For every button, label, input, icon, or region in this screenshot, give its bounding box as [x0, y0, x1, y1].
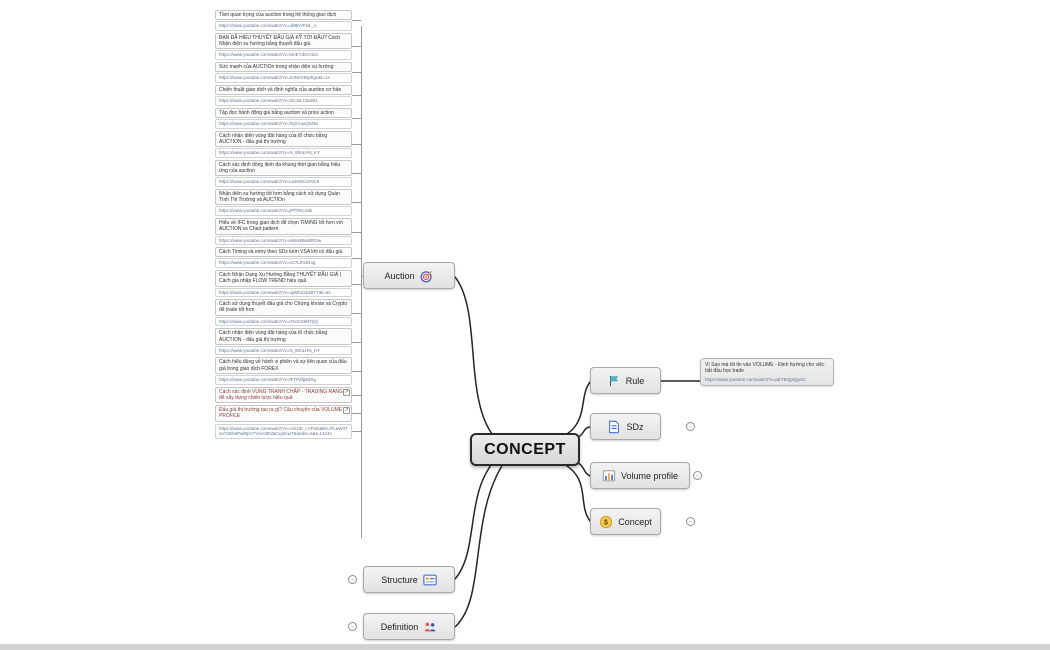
list-item[interactable]: BẠN ĐÃ HIỂU THUYẾT ĐẤU GIÁ KỸ TỚI ĐÂU? C… — [215, 32, 361, 60]
topic-url-link[interactable]: https://www.youtube.com/watch?v=ZoNrIV9s… — [215, 73, 352, 83]
branch-structure-label: Structure — [381, 574, 418, 585]
link-center-concept — [559, 461, 591, 522]
auction-items-column: Tầm quan trọng của auction trong hệ thốn… — [215, 10, 361, 439]
branch-definition-label: Definition — [380, 621, 419, 632]
link-center-auction — [454, 276, 498, 441]
collapse-handle-sdz[interactable]: – — [686, 422, 695, 431]
structure-icon — [423, 573, 437, 587]
topic-title: Cách Nhận Dạng Xu Hướng Bằng THUYẾT ĐẤU … — [215, 270, 352, 287]
topic-url-link[interactable]: https://www.youtube.com/watch?v=opMho2px… — [215, 287, 352, 298]
topic-title: Cách xác định dòng lệnh đa khung thời gi… — [215, 159, 352, 177]
topic-url-link[interactable]: https://www.youtube.com/watch?v=LwMSKUvN… — [215, 177, 352, 187]
list-item[interactable]: Đấu giá thị trường tạo ra gì? Câu chuyện… — [215, 405, 361, 422]
topic-url-link[interactable]: https://www.youtube.com/watch?v=sC7LIhnl… — [215, 258, 352, 268]
branch-auction-label: Auction — [384, 270, 415, 281]
people-icon — [423, 620, 437, 634]
list-item[interactable]: Cách Timing và entry theo SDz kèm VSA kh… — [215, 247, 361, 268]
branch-concept-sub[interactable]: $ Concept — [590, 508, 661, 535]
bottom-edge-bar — [0, 644, 1050, 650]
topic-url-link[interactable]: https://www.youtube.com/watch?v=bmEYdGV4… — [215, 50, 352, 60]
dollar-icon: $ — [599, 515, 613, 529]
list-item[interactable]: https://www.youtube.com/watch?v=cn2UE_cA… — [215, 423, 361, 439]
list-item[interactable]: Cách xác định dòng lệnh đa khung thời gi… — [215, 159, 361, 187]
topic-url-link[interactable]: https://www.youtube.com/watch?v=IZcJxLC6… — [215, 96, 352, 106]
collapse-glyph: – — [351, 576, 354, 583]
topic-url-link[interactable]: https://www.youtube.com/watch?v=fSjXAusQ… — [215, 119, 352, 129]
topic-url-link[interactable]: https://www.youtube.com/watch?v=rOeGGkNT… — [215, 316, 352, 327]
topic-title: Cách xác định VÙNG TRANH CHẤP - TRADING … — [215, 386, 352, 403]
branch-volume-profile[interactable]: Volume profile — [590, 462, 690, 489]
topic-url-link[interactable]: https://www.youtube.com/watch?v=pETEQpQg… — [705, 376, 806, 382]
collapse-handle-definition[interactable]: – — [348, 622, 357, 631]
topic-url-link[interactable]: https://www.youtube.com/watch?v=N_90nLHN… — [215, 148, 352, 158]
topic-title: Tầm quan trọng của auction trong hệ thốn… — [215, 10, 352, 21]
flag-icon — [607, 374, 621, 388]
collapse-glyph: – — [696, 472, 699, 479]
tree-spine — [361, 26, 362, 538]
branch-concept-sub-label: Concept — [618, 516, 652, 527]
document-icon — [607, 420, 621, 434]
list-item[interactable]: Chiến thuật giao dịch và định nghĩa của … — [215, 84, 361, 106]
list-item[interactable]: Cách xác định VÙNG TRANH CHẤP - TRADING … — [215, 386, 361, 403]
branch-rule-label: Rule — [625, 375, 645, 386]
external-link-icon[interactable]: ↗ — [343, 407, 350, 414]
collapse-handle-structure[interactable]: – — [348, 575, 357, 584]
list-item[interactable]: Cách nhận diện vùng đặt hàng của tổ chức… — [215, 130, 361, 158]
external-link-icon[interactable]: ↗ — [343, 388, 350, 396]
target-icon — [420, 269, 434, 283]
rule-child-topic[interactable]: Vì Sao mà tôi tin vào VOLUME - Định hướn… — [700, 358, 834, 387]
topic-url-link[interactable]: https://www.youtube.com/watch?v=uhBbYFkl… — [215, 21, 352, 31]
topic-title: Sức mạnh của AUCTIOn trong nhận diện xu … — [215, 62, 352, 73]
topic-title: Cách nhận diện vùng đặt hàng của tổ chức… — [215, 328, 352, 345]
collapse-handle-concept-sub[interactable]: – — [686, 517, 695, 526]
central-topic[interactable]: CONCEPT — [470, 433, 580, 466]
list-item[interactable]: Hiểu về IFC trong giao dịch để chọn TIMI… — [215, 218, 361, 246]
topic-title: Vì Sao mà tôi tin vào VOLUME - Định hướn… — [705, 362, 825, 375]
list-item[interactable]: Cách nhận diện vùng đặt hàng của tổ chức… — [215, 328, 361, 356]
topic-title: Cách Timing và entry theo SDz kèm VSA kh… — [215, 247, 352, 258]
branch-auction[interactable]: Auction — [363, 262, 455, 289]
topic-title: Chiến thuật giao dịch và định nghĩa của … — [215, 84, 352, 96]
branch-rule[interactable]: Rule — [590, 367, 661, 394]
branch-sdz[interactable]: SDz — [590, 413, 661, 440]
topic-url-link[interactable]: https://www.youtube.com/watch?v=jPfTthCJ… — [215, 206, 352, 216]
list-item[interactable]: Tầm quan trọng của auction trong hệ thốn… — [215, 10, 361, 31]
topic-title: Đấu giá thị trường tạo ra gì? Câu chuyện… — [215, 405, 352, 422]
topic-title: Cách sử dụng thuyết đấu giá cho Chứng kh… — [215, 299, 352, 316]
topic-title: BẠN ĐÃ HIỂU THUYẾT ĐẤU GIÁ KỸ TỚI ĐÂU? C… — [215, 32, 352, 50]
topic-url-link[interactable]: https://www.youtube.com/watch?v=N_90nLHN… — [215, 345, 352, 356]
link-center-structure — [454, 457, 498, 580]
list-item[interactable]: Cách Nhận Dạng Xu Hướng Bằng THUYẾT ĐẤU … — [215, 270, 361, 298]
topic-url-link[interactable]: https://www.youtube.com/watch?v=fFTPafg8… — [215, 374, 352, 385]
list-item[interactable]: Nhận diện xu hướng tốt hơn bằng cách sử … — [215, 188, 361, 216]
topic-url-link[interactable]: https://www.youtube.com/watch?v=cn2UE_cA… — [215, 423, 352, 439]
list-item[interactable]: Cách hiểu đúng về hành vi phiên và sự li… — [215, 357, 361, 385]
central-topic-label: CONCEPT — [484, 440, 566, 458]
collapse-glyph: – — [689, 423, 692, 430]
topic-title: Cách hiểu đúng về hành vi phiên và sự li… — [215, 357, 352, 374]
collapse-glyph: – — [351, 623, 354, 630]
chart-icon — [602, 469, 616, 483]
branch-volume-profile-label: Volume profile — [620, 470, 679, 481]
topic-title: Tập đọc hành động giá bằng auction và pr… — [215, 107, 352, 118]
branch-definition[interactable]: Definition — [363, 613, 455, 640]
list-item[interactable]: Tập đọc hành động giá bằng auction và pr… — [215, 107, 361, 129]
list-item[interactable]: Sức mạnh của AUCTIOn trong nhận diện xu … — [215, 62, 361, 83]
collapse-glyph: – — [689, 518, 692, 525]
collapse-handle-volume-profile[interactable]: – — [693, 471, 702, 480]
branch-structure[interactable]: Structure — [363, 566, 455, 593]
link-center-definition — [454, 460, 506, 628]
branch-sdz-label: SDz — [626, 421, 644, 432]
svg-text:$: $ — [604, 519, 608, 526]
topic-title: Nhận diện xu hướng tốt hơn bằng cách sử … — [215, 188, 352, 206]
topic-title: Hiểu về IFC trong giao dịch để chọn TIMI… — [215, 218, 352, 235]
list-item[interactable]: Cách sử dụng thuyết đấu giá cho Chứng kh… — [215, 299, 361, 327]
topic-title: Cách nhận diện vùng đặt hàng của tổ chức… — [215, 130, 352, 148]
topic-url-link[interactable]: https://www.youtube.com/watch?v=MskWBuMR… — [215, 235, 352, 246]
